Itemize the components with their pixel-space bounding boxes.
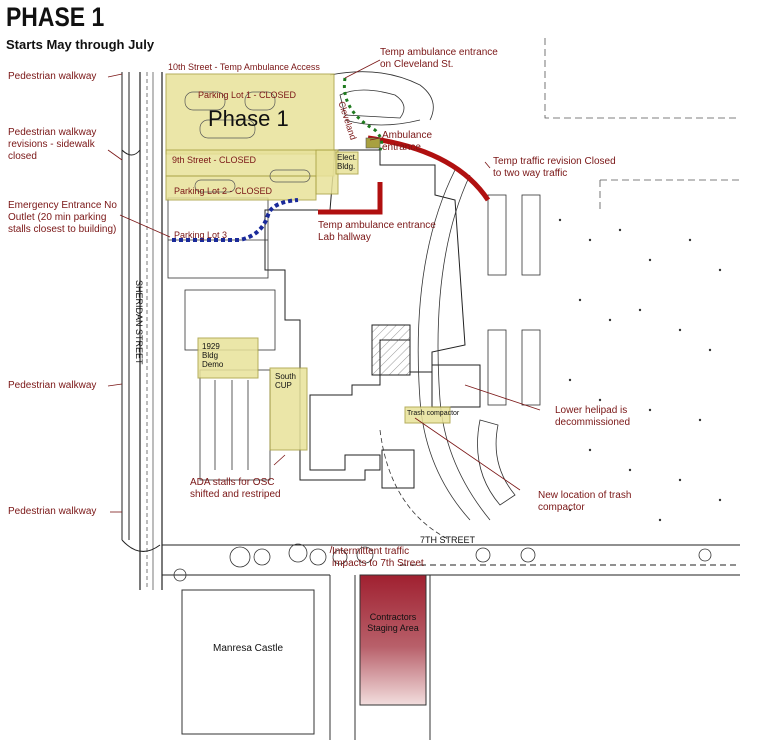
trees	[173, 543, 712, 582]
cleveland-area	[329, 71, 434, 126]
annotation-pedestrian-walkway-1: Pedestrian walkway	[8, 71, 97, 82]
annotation-trash-compactor-location: New location of trash compactor	[538, 490, 632, 513]
label-contractors-staging: Contractors Staging Area	[367, 612, 419, 633]
label-seventh-street: 7TH STREET	[420, 535, 476, 545]
label-south-cup: South CUP	[275, 372, 296, 390]
annotation-pedestrian-walkway-2: Pedestrian walkway	[8, 380, 97, 391]
scatter-dots	[558, 218, 722, 522]
label-trash-compactor: Trash compactor	[407, 410, 460, 417]
page-title: PHASE 1	[6, 2, 105, 32]
temp-routes	[172, 77, 491, 242]
label-1929-bldg-demo: 1929 Bldg Demo	[202, 342, 224, 369]
label-elect-bldg: Elect. Bldg.	[337, 153, 358, 171]
label-ninth-street: 9th Street - CLOSED	[172, 155, 257, 165]
lot-details	[184, 91, 311, 193]
closed-areas	[165, 73, 451, 451]
leader-arrows	[107, 59, 541, 554]
seventh-street-lines	[162, 544, 740, 576]
sheridan-street	[121, 72, 163, 590]
lower-buildings	[181, 574, 431, 740]
page-subtitle: Starts May through July	[6, 37, 155, 52]
label-phase-1: Phase 1	[208, 106, 289, 131]
property-boundary	[544, 38, 740, 210]
annotation-pedestrian-revisions: Pedestrian walkway revisions - sidewalk …	[8, 127, 97, 162]
label-manresa-castle: Manresa Castle	[212, 643, 284, 654]
annotation-pedestrian-walkway-3: Pedestrian walkway	[8, 506, 97, 517]
label-parking-lot-1: Parking Lot 1 - CLOSED	[198, 90, 297, 100]
annotation-temp-ambulance-lab: Temp ambulance entrance Lab hallway	[318, 220, 436, 243]
annotation-ada-stalls: ADA stalls for OSC shifted and restriped	[190, 477, 281, 500]
label-parking-lot-3: Parking Lot 3	[174, 230, 228, 240]
label-parking-lot-2: Parking Lot 2 - CLOSED	[174, 186, 273, 196]
label-sheridan-street: SHERIDAN STREET	[134, 280, 144, 365]
annotation-temp-traffic-revision: Temp traffic revision Closed to two way …	[493, 156, 616, 179]
annotation-ambulance-entrance: Ambulance entrance	[382, 130, 433, 153]
annotation-temp-ambulance-cleveland: Temp ambulance entrance on Cleveland St.	[380, 47, 498, 70]
annotation-emergency-entrance: Emergency Entrance No Outlet (20 min par…	[8, 200, 117, 235]
label-tenth-street: 10th Street - Temp Ambulance Access	[168, 62, 320, 72]
hospital-building	[264, 149, 481, 489]
annotation-lower-helipad: Lower helipad is decommissioned	[555, 405, 631, 428]
annotation-seventh-street-impacts: Intermittent traffic impacts to 7th Stre…	[332, 546, 424, 569]
east-parking	[379, 169, 541, 541]
